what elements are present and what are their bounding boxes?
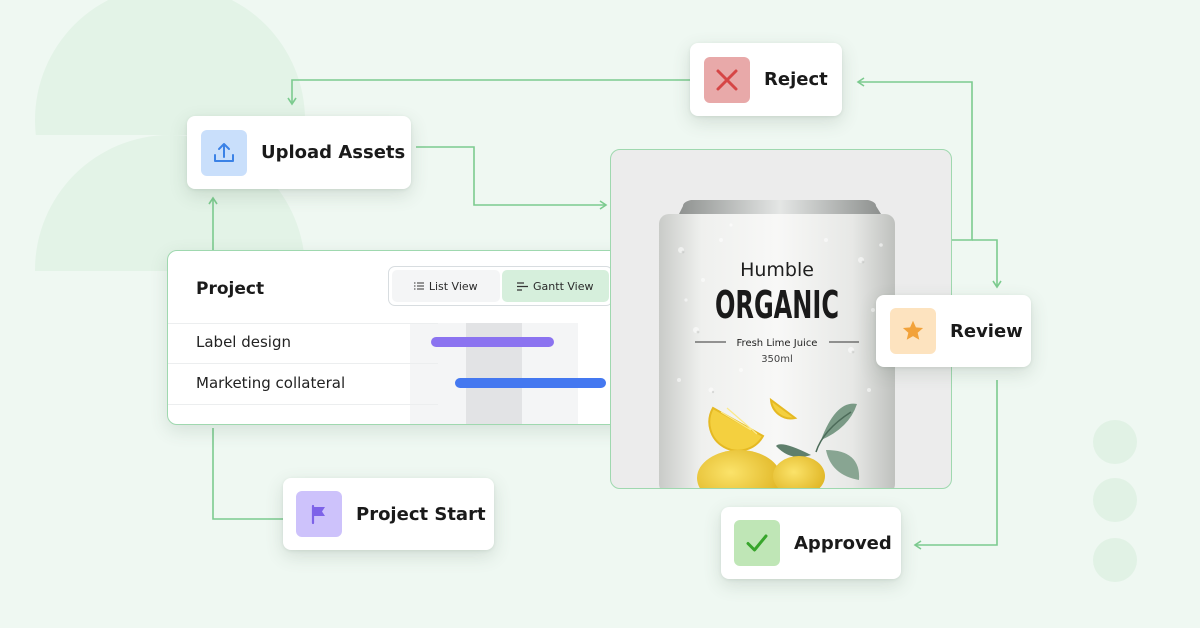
review-label: Review bbox=[950, 320, 1023, 342]
gantt-icon bbox=[517, 281, 529, 291]
upload-icon bbox=[214, 142, 234, 162]
decor-dot bbox=[1093, 538, 1137, 582]
lemon-slice-left bbox=[708, 406, 765, 452]
check-icon bbox=[746, 534, 768, 552]
connector-reject-to-upload bbox=[287, 79, 690, 106]
view-toggle: List View Gantt View bbox=[388, 266, 613, 306]
can-brand-line2: ORGANIC bbox=[715, 283, 839, 327]
project-start-label: Project Start bbox=[356, 503, 486, 525]
project-start-step-card[interactable]: Project Start bbox=[283, 478, 494, 550]
list-view-label: List View bbox=[428, 279, 478, 293]
x-icon bbox=[716, 69, 738, 90]
reject-icon-box bbox=[704, 56, 750, 103]
project-title: Project bbox=[196, 279, 265, 299]
upload-icon-box bbox=[201, 129, 247, 176]
task-name: Marketing collateral bbox=[196, 374, 346, 392]
list-icon bbox=[413, 282, 424, 290]
approved-step-card[interactable]: Approved bbox=[721, 507, 901, 579]
approved-label: Approved bbox=[794, 532, 892, 554]
project-start-icon-box bbox=[296, 491, 342, 537]
list-view-button[interactable]: List View bbox=[392, 270, 500, 302]
gantt-bar-marketing-collateral[interactable] bbox=[455, 378, 606, 388]
gantt-bar-label-design[interactable] bbox=[431, 337, 554, 347]
decor-dot bbox=[1093, 478, 1137, 522]
review-icon-box bbox=[890, 308, 936, 354]
connector-product-to-reject bbox=[856, 77, 973, 241]
lemon-slice-right bbox=[769, 397, 798, 420]
reject-step-card[interactable]: Reject bbox=[690, 43, 842, 116]
reject-label: Reject bbox=[764, 69, 828, 90]
gantt-view-button[interactable]: Gantt View bbox=[501, 270, 609, 302]
project-panel: Project List View Gantt View Label desig… bbox=[167, 250, 634, 425]
can-volume: 350ml bbox=[761, 354, 793, 365]
decor-dot bbox=[1093, 420, 1137, 464]
background-circle-top bbox=[35, 0, 305, 135]
can-brand-line1: Humble bbox=[740, 259, 814, 281]
connector-upload-to-product bbox=[416, 146, 608, 210]
row-divider bbox=[168, 363, 438, 364]
can-flavor: Fresh Lime Juice bbox=[737, 338, 818, 349]
connector-product-to-review bbox=[972, 239, 1002, 289]
upload-assets-step-card[interactable]: Upload Assets bbox=[187, 116, 411, 189]
row-divider bbox=[168, 323, 438, 324]
gantt-view-label: Gantt View bbox=[533, 279, 594, 293]
approved-icon-box bbox=[734, 520, 780, 566]
row-divider bbox=[168, 404, 438, 405]
flag-icon bbox=[311, 504, 325, 525]
connector-review-to-approved bbox=[913, 380, 998, 550]
connector-start-to-upload bbox=[213, 198, 283, 520]
upload-assets-label: Upload Assets bbox=[261, 142, 406, 163]
can-image: Humble ORGANIC Fresh Lime Juice 350ml bbox=[659, 200, 895, 488]
review-step-card[interactable]: Review bbox=[876, 295, 1031, 367]
star-icon bbox=[902, 320, 924, 340]
task-name: Label design bbox=[196, 333, 291, 351]
